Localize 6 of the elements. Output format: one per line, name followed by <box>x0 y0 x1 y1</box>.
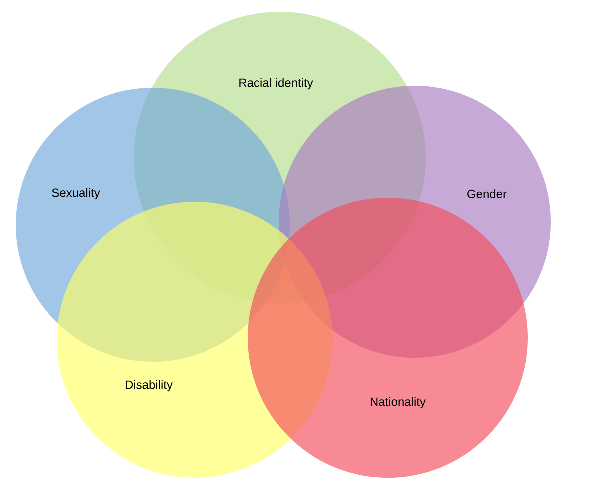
circle-label: Gender <box>468 190 507 198</box>
circle-label: Sexuality <box>52 188 100 200</box>
circle-label: Nationality <box>370 397 426 409</box>
circle-label: Racial identity <box>240 78 314 90</box>
circle-label: Disability <box>126 380 173 392</box>
venn-circle <box>248 198 528 478</box>
